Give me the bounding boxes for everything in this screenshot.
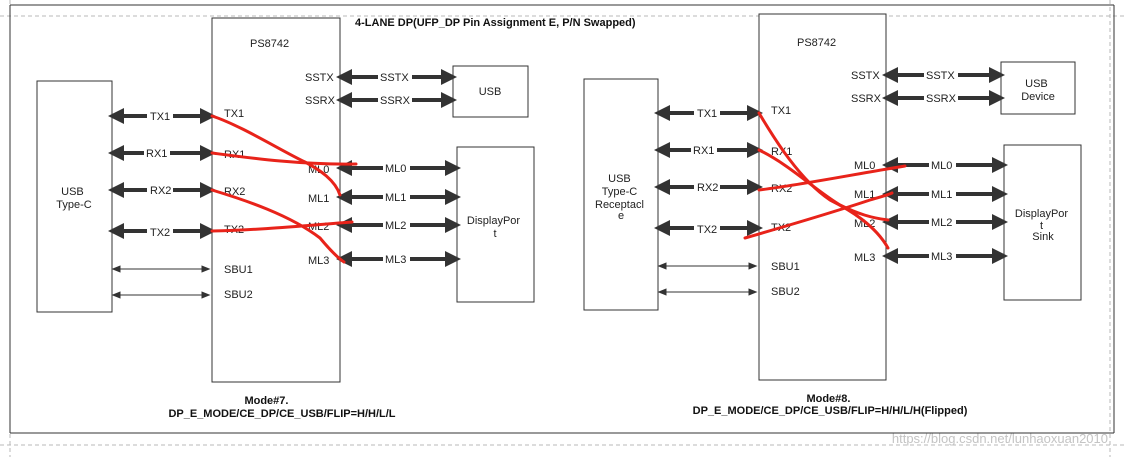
- left-routing-traces: [210, 114, 358, 264]
- right-ml3: ML3: [931, 251, 952, 263]
- right-ss-sstx: SSTX: [926, 70, 955, 82]
- left-lane-tx1: TX1: [150, 111, 170, 123]
- right-lane-tx2: TX2: [697, 224, 717, 236]
- left-lane-rx1: RX1: [146, 148, 167, 160]
- left-connector-label: USB Type-C: [56, 186, 92, 211]
- right-ml1: ML1: [931, 189, 952, 201]
- diagram-title: 4-LANE DP(UFP_DP Pin Assignment E, P/N S…: [355, 17, 636, 29]
- left-chip-box: [211, 17, 341, 383]
- right-routing-traces: [743, 111, 907, 250]
- right-chip-name: PS8742: [797, 37, 836, 49]
- left-ml1: ML1: [385, 192, 406, 204]
- left-lane-arrows: [108, 108, 216, 239]
- right-pin-tx1: TX1: [771, 105, 791, 117]
- left-ml0: ML0: [385, 163, 406, 175]
- watermark: https://blog.csdn.net/lunhaoxuan2010: [892, 431, 1108, 446]
- left-chip-name: PS8742: [250, 38, 289, 50]
- right-ss-ssrx: SSRX: [926, 93, 957, 105]
- right-pin-ml0: ML0: [854, 160, 875, 172]
- right-pin-sstx: SSTX: [851, 70, 880, 82]
- right-usb-box: [1000, 61, 1076, 115]
- left-pin-ml1: ML1: [308, 193, 329, 205]
- right-pin-ml1: ML1: [854, 189, 875, 201]
- right-ml0: ML0: [931, 160, 952, 172]
- right-connector-label: USB Type-C Receptacl e: [595, 173, 647, 222]
- left-lane-tx2: TX2: [150, 227, 170, 239]
- left-usb-label: USB: [479, 86, 502, 98]
- left-ss-ssrx: SSRX: [380, 95, 411, 107]
- right-lane-rx1: RX1: [693, 145, 714, 157]
- left-ml3: ML3: [385, 254, 406, 266]
- left-pin-tx1: TX1: [224, 108, 244, 120]
- left-display-box: [456, 146, 535, 303]
- left-pin-ssrx: SSRX: [305, 95, 336, 107]
- left-diagram: USB Type-C PS8742 USB DisplayPor t TX1: [36, 17, 535, 420]
- right-chip-box: [758, 13, 887, 381]
- outer-frame: [9, 4, 1115, 434]
- right-diagram: USB Type-C Receptacl e PS8742 USB Device…: [583, 13, 1082, 417]
- right-usb-label: USB Device: [1021, 78, 1055, 103]
- left-lane-rx2: RX2: [150, 185, 171, 197]
- right-sbu-arrows: [657, 262, 758, 296]
- left-caption: Mode#7. DP_E_MODE/CE_DP/CE_USB/FLIP=H/H/…: [168, 395, 395, 420]
- right-lane-arrows: [654, 105, 763, 236]
- left-ss-sstx: SSTX: [380, 72, 409, 84]
- right-ml2: ML2: [931, 217, 952, 229]
- left-pin-sbu2: SBU2: [224, 289, 253, 301]
- left-pin-ml3: ML3: [308, 255, 329, 267]
- left-display-label: DisplayPor t: [467, 215, 523, 240]
- right-connector-box: [583, 78, 659, 311]
- right-display-box: [1003, 144, 1082, 301]
- right-pin-ml3: ML3: [854, 252, 875, 264]
- right-lane-tx1: TX1: [697, 108, 717, 120]
- right-display-label: DisplayPor t Sink: [1015, 208, 1071, 243]
- right-pin-ssrx: SSRX: [851, 93, 882, 105]
- right-pin-sbu2: SBU2: [771, 286, 800, 298]
- left-pin-sbu1: SBU1: [224, 264, 253, 276]
- left-sbu-arrows: [111, 265, 211, 299]
- left-pin-sstx: SSTX: [305, 72, 334, 84]
- left-ml2: ML2: [385, 220, 406, 232]
- left-connector-box: [36, 80, 113, 313]
- right-lane-rx2: RX2: [697, 182, 718, 194]
- right-caption: Mode#8. DP_E_MODE/CE_DP/CE_USB/FLIP=H/H/…: [693, 393, 968, 417]
- left-usb-box: [452, 65, 529, 118]
- right-pin-sbu1: SBU1: [771, 261, 800, 273]
